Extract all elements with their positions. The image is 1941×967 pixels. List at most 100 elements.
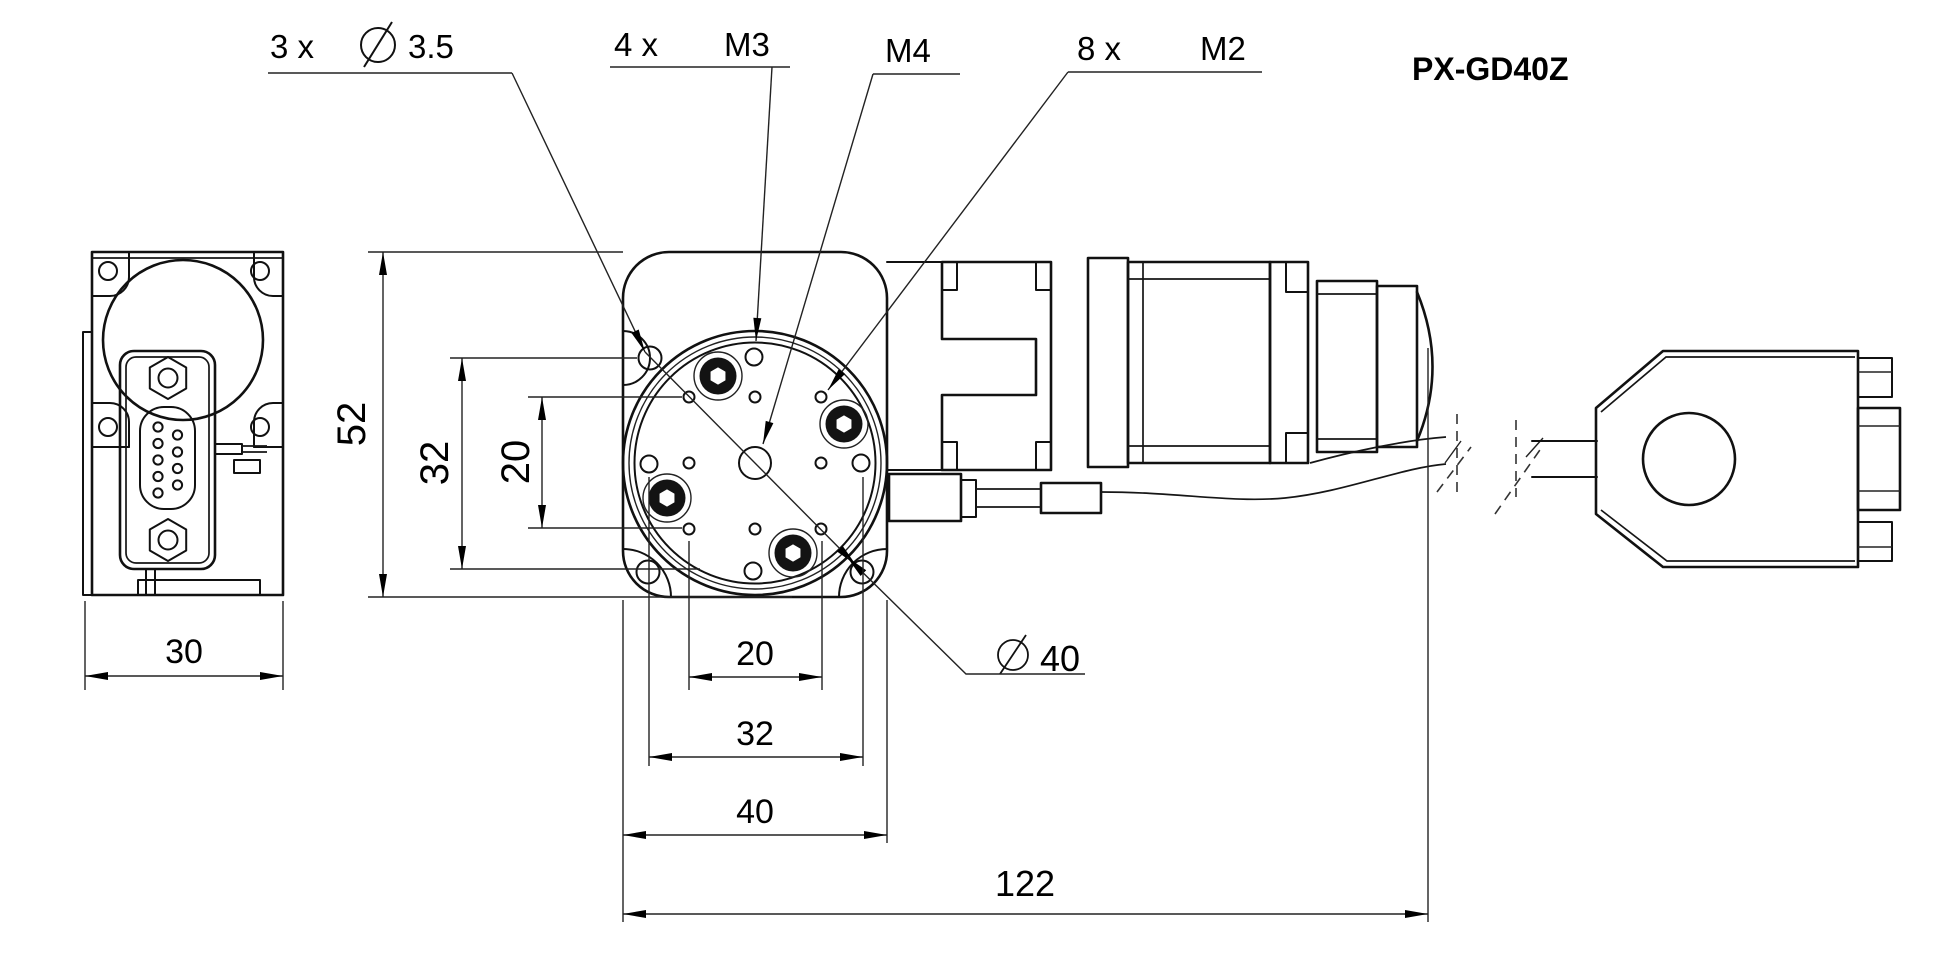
callout-m4-value: M4 [885,32,931,69]
encoder-ring-edges [1317,293,1377,440]
tab-hole [98,261,118,281]
leader-line [827,71,1069,391]
bracket-notch [1035,261,1052,291]
dim-overall-length-text: 122 [995,863,1055,904]
diameter-symbol-icon [997,634,1029,675]
dsub-pin [152,421,164,433]
dimensions-vertical: 52 32 20 [330,251,792,598]
motor-bracket [940,260,1053,472]
dim-horizontal-outer-text: 32 [736,715,774,753]
corner-through-hole [637,345,663,371]
sensor-wires [976,488,1041,508]
dim-extension-lines [622,348,1429,922]
corner-tabs [91,251,284,448]
dsub-connector [118,349,217,571]
clamp-screw [819,399,869,449]
main-view [621,250,889,599]
end-cap-dome [1415,290,1434,443]
corner-through-hole [635,559,661,585]
dim-body-height-text: 52 [330,402,374,447]
dsub-pin [152,454,164,466]
motor-body-edges [1128,262,1270,463]
clamp-screw [768,528,818,578]
connector-leg [145,568,156,596]
m3-hole [744,347,764,367]
m3-hole [639,454,659,474]
connector-shell [1594,349,1860,569]
dim-side-width: 30 [84,601,284,690]
m2-hole [748,390,762,404]
sensor-block-tab [960,479,977,518]
m2-hole [682,456,696,470]
callout-m3-value: M3 [724,26,770,63]
dim-side-width-text: 30 [165,633,203,671]
dim-body-width: 40 [623,793,887,839]
motor-assembly [886,256,1544,523]
dim-extension-lines [368,251,792,598]
callout-m2-count: 8 x [1077,30,1122,67]
callout-corner-holes-count: 3 x [270,28,315,65]
callout-m2-value: M2 [1200,30,1246,67]
clamp-screw [693,351,743,401]
gearhead-plate [1086,256,1130,469]
jackscrew-top [1857,357,1893,398]
dim-extension-lines [528,396,682,529]
flange-notch [1285,432,1309,464]
side-bottom-step [137,579,261,596]
dsub-pin [152,487,164,499]
dim-vertical-inner-text: 20 [494,440,538,485]
callout-corner-holes-value: 3.5 [408,28,454,65]
side-left-plate [82,331,93,596]
leader-line [644,351,857,566]
page-title: PX-GD40Z [1412,51,1568,87]
dsub-pin [171,446,184,458]
flange-notch [1285,261,1309,293]
dsub-front-lines [1858,425,1900,492]
mounting-tab [91,251,130,297]
dimensions-horizontal: 20 32 40 122 [622,348,1429,922]
diameter-symbol-icon [360,21,396,68]
table-edge-circle [101,258,265,422]
break-diagonal [1436,446,1472,493]
rotary-table-rim-inner [633,341,877,585]
m3-hole [851,453,871,473]
m3-hole [743,561,763,581]
dim-hole-span-horizontal-outer: 32 [649,715,863,761]
side-tab-lines [242,445,267,453]
jackscrew-hex-top [148,356,188,400]
leader-line [762,73,874,445]
mounting-tab [91,402,130,448]
motor-end-cap [1375,284,1419,449]
dim-vertical-outer-text: 32 [413,441,457,486]
dsub-pins [152,421,184,499]
side-small-block [233,459,261,474]
jackscrew-bottom [1857,521,1893,562]
leader-line [846,556,1085,675]
encoder-ring [1315,279,1379,454]
jackscrew-hex-bottom [148,518,188,562]
dim-body-height: 52 [330,251,792,598]
tab-hole [250,417,270,437]
dsub-pin [171,429,184,441]
shell-seam-bottom [1600,509,1855,562]
bracket-connection-lines [886,261,943,471]
clamp-screw [642,473,692,523]
dsub-pinfield-shell [139,406,196,510]
dsub-pin [152,437,164,450]
motor-body [1126,260,1272,465]
tab-hole [98,417,118,437]
m2-hole [682,390,696,404]
leader-line [511,72,646,353]
dim-hole-span-vertical-outer: 32 [413,357,700,570]
callout-m3-count: 4 x [614,26,659,63]
sensor-block [887,472,963,523]
cable-stub [1531,440,1598,478]
dim-horizontal-inner-text: 20 [736,635,774,673]
tab-hole [250,261,270,281]
break-tick [1444,440,1462,464]
m2-hole [748,522,762,536]
callout-table-diameter-value: 40 [1040,638,1080,679]
side-view: 30 [82,250,285,690]
dsub-housing-outer [118,349,217,571]
connector-side-view [1531,349,1902,569]
